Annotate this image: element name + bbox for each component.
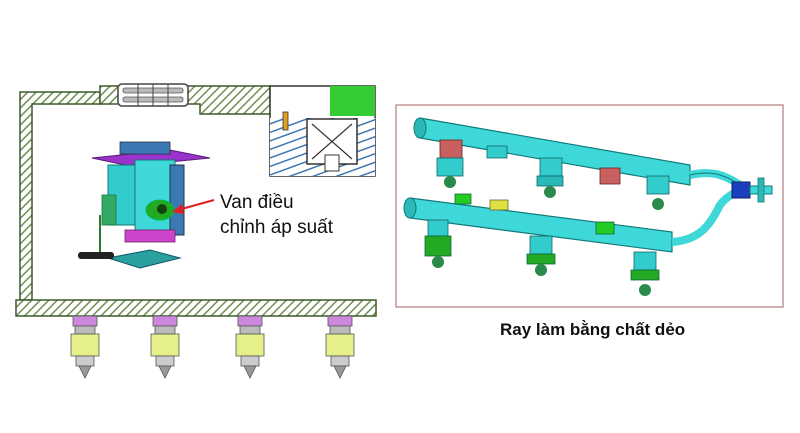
pulsation-damper — [117, 83, 189, 107]
injector-row — [70, 315, 355, 379]
fuel-pump-module — [78, 141, 211, 269]
injector-cup — [646, 175, 670, 210]
injector — [150, 315, 180, 379]
injector-cup — [536, 157, 564, 198]
injector — [325, 315, 355, 379]
injector-cup — [599, 167, 621, 185]
rail-caption: Ray làm bằng chất dẻo — [500, 320, 686, 339]
injector — [235, 315, 265, 379]
injector-cup — [436, 139, 464, 188]
valve-label: Van điều chỉnh áp suất — [220, 190, 333, 240]
injector-cup — [489, 199, 509, 211]
injector-cup — [454, 193, 472, 205]
valve-label-line2: chỉnh áp suất — [220, 217, 334, 238]
injector-cup — [486, 145, 508, 159]
pointer-arrow — [172, 199, 215, 214]
injector-cup — [526, 235, 556, 276]
injector — [70, 315, 100, 379]
fuel-pipe — [19, 91, 101, 301]
injector-cup — [595, 221, 615, 235]
lower-rail — [403, 186, 746, 296]
fuel-rail-pipe — [15, 299, 377, 317]
inlet-fitting — [731, 177, 773, 203]
plastic-rail-render — [395, 104, 784, 308]
fuel-line-schematic — [15, 83, 377, 379]
injector-cup — [630, 251, 660, 296]
valve-label-line1: Van điều — [220, 192, 294, 213]
injector-cup — [424, 219, 452, 268]
pressure-regulator-block — [269, 85, 376, 177]
